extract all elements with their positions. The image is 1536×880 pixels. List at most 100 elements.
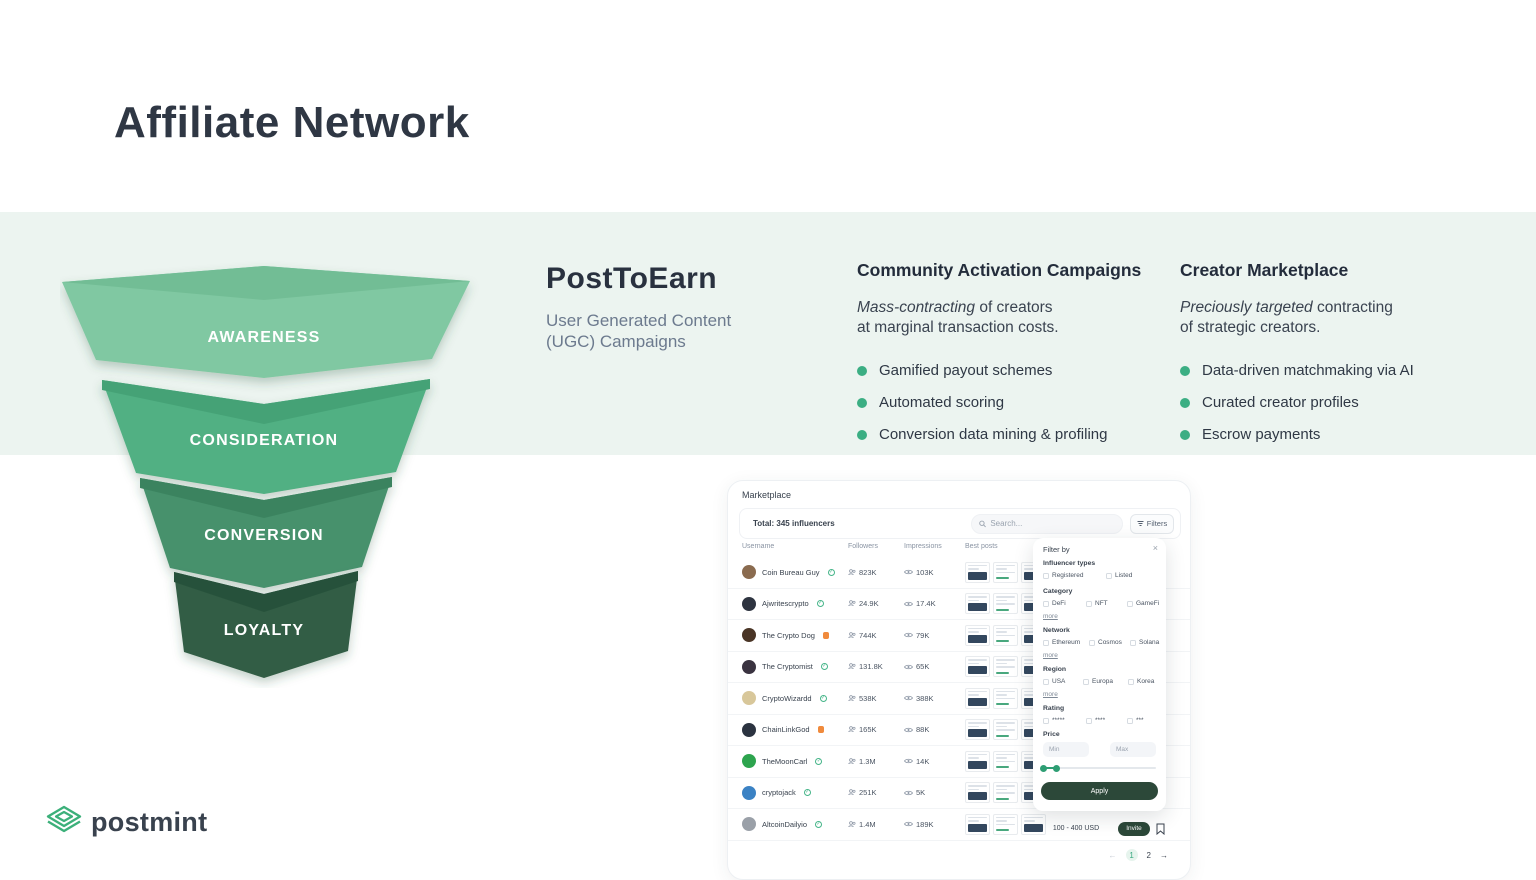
eye-icon (904, 790, 913, 795)
price-slider-track[interactable] (1043, 767, 1156, 769)
eye-icon (904, 664, 913, 669)
category-more-link[interactable]: more (1043, 613, 1058, 620)
checkbox-cosmos[interactable]: Cosmos (1089, 639, 1122, 646)
post-thumbnail[interactable] (993, 719, 1018, 741)
search-icon (979, 520, 986, 527)
invite-button[interactable]: Invite (1118, 821, 1150, 836)
funnel-label-awareness: AWARENESS (207, 329, 320, 346)
followers-icon (848, 568, 856, 575)
total-influencers-label: Total: 345 influencers (753, 519, 835, 528)
checkbox-ethereum[interactable]: Ethereum (1043, 639, 1080, 646)
badge-icon (803, 789, 811, 797)
avatar (742, 754, 756, 769)
eye-icon (904, 696, 913, 701)
checkbox-rating-5[interactable]: ***** (1043, 717, 1065, 724)
price-min-input[interactable] (1043, 742, 1089, 757)
impressions-cell: 65K (904, 662, 965, 671)
impressions-cell: 388K (904, 694, 965, 703)
post-thumbnail[interactable] (1021, 813, 1046, 835)
pagination-next-icon[interactable]: → (1160, 850, 1168, 860)
community-title: Community Activation Campaigns (857, 260, 1142, 280)
post-thumbnail[interactable] (965, 813, 990, 835)
checkbox-defi[interactable]: DeFi (1043, 600, 1066, 607)
post-thumbnail[interactable] (965, 593, 990, 615)
network-more-link[interactable]: more (1043, 652, 1058, 659)
post-thumbnail[interactable] (993, 813, 1018, 835)
influencer-types-label: Influencer types (1043, 560, 1096, 567)
followers-icon (848, 757, 856, 764)
avatar (742, 817, 756, 832)
checkbox-listed[interactable]: Listed (1106, 572, 1132, 579)
post-thumbnail[interactable] (993, 624, 1018, 646)
checkbox-europa[interactable]: Europa (1083, 678, 1113, 685)
checkbox-solana[interactable]: Solana (1130, 639, 1159, 646)
post-thumbnail[interactable] (993, 561, 1018, 583)
filter-panel: Filter by × Influencer types Registered … (1033, 538, 1166, 811)
pagination-page-1[interactable]: 1 (1125, 849, 1138, 861)
post-thumbnail[interactable] (965, 782, 990, 804)
post-thumbnail[interactable] (993, 593, 1018, 615)
close-icon[interactable]: × (1152, 543, 1158, 553)
checkbox-rating-3[interactable]: *** (1127, 717, 1144, 724)
pagination-prev-icon[interactable]: ← (1108, 850, 1117, 860)
community-intro-line1: Mass-contracting of creators (857, 299, 1053, 316)
apply-button[interactable]: Apply (1041, 782, 1158, 800)
region-more-link[interactable]: more (1043, 691, 1058, 698)
price-slider-knob-min[interactable] (1040, 764, 1047, 772)
postmint-logo-text: postmint (91, 806, 208, 837)
search-input[interactable] (990, 519, 1115, 528)
badge-icon (819, 694, 827, 702)
price-max-input[interactable] (1110, 742, 1156, 757)
post-thumbnail[interactable] (965, 561, 990, 583)
avatar (742, 722, 756, 737)
category-label: Category (1043, 588, 1073, 595)
bookmark-icon[interactable] (1156, 823, 1165, 835)
filter-panel-title: Filter by (1043, 545, 1070, 554)
list-item: Curated creator profiles (1180, 387, 1480, 419)
post-thumbnail[interactable] (965, 656, 990, 678)
username-label: cryptojack (762, 788, 796, 798)
followers-cell: 131.8K (848, 662, 904, 671)
followers-cell: 24.9K (848, 599, 904, 608)
checkbox-registered[interactable]: Registered (1043, 572, 1083, 579)
post-thumbnail[interactable] (965, 750, 990, 772)
price-slider-knob-max[interactable] (1053, 764, 1060, 772)
post-thumbnail[interactable] (993, 687, 1018, 709)
post-thumbnail[interactable] (965, 687, 990, 709)
followers-cell: 744K (848, 631, 904, 640)
table-row[interactable]: Coin Bureau Guy823K103K (728, 557, 1190, 589)
funnel-label-conversion: CONVERSION (204, 527, 324, 544)
pagination-page-2[interactable]: 2 (1146, 850, 1151, 860)
username-label: ChainLinkGod (762, 725, 810, 735)
checkbox-usa[interactable]: USA (1043, 678, 1065, 685)
bullet-dot-icon (857, 365, 867, 376)
search-input-wrap[interactable] (971, 513, 1123, 534)
followers-icon (848, 726, 856, 733)
checkbox-nft[interactable]: NFT (1086, 600, 1108, 607)
marketplace-window-title: Marketplace (742, 490, 792, 500)
creator-marketplace-section: Creator Marketplace Preciously targeted … (1180, 260, 1480, 451)
username-label: The Cryptomist (762, 662, 813, 672)
filter-icon (1137, 521, 1144, 526)
followers-cell: 165K (848, 725, 904, 734)
avatar (742, 785, 756, 800)
checkbox-rating-4[interactable]: **** (1086, 717, 1105, 724)
post-thumbnail[interactable] (993, 782, 1018, 804)
followers-icon (848, 694, 856, 701)
funnel-label-loyalty: LOYALTY (224, 622, 304, 639)
impressions-cell: 103K (904, 568, 965, 577)
post-thumbnail[interactable] (993, 656, 1018, 678)
post-thumbnail[interactable] (965, 624, 990, 646)
creator-title: Creator Marketplace (1180, 260, 1349, 280)
filters-button[interactable]: Filters (1130, 513, 1174, 534)
post-to-earn-section: PostToEarn User Generated Content (UGC) … (546, 262, 731, 353)
funnel-stage-awareness: AWARENESS (62, 266, 470, 378)
checkbox-gamefi[interactable]: GameFi (1127, 600, 1159, 607)
postmint-logo: postmint (45, 804, 207, 840)
post-thumbnail[interactable] (993, 750, 1018, 772)
post-thumbnail[interactable] (965, 719, 990, 741)
checkbox-korea[interactable]: Korea (1128, 678, 1154, 685)
list-item: Conversion data mining & profiling (857, 419, 1157, 451)
